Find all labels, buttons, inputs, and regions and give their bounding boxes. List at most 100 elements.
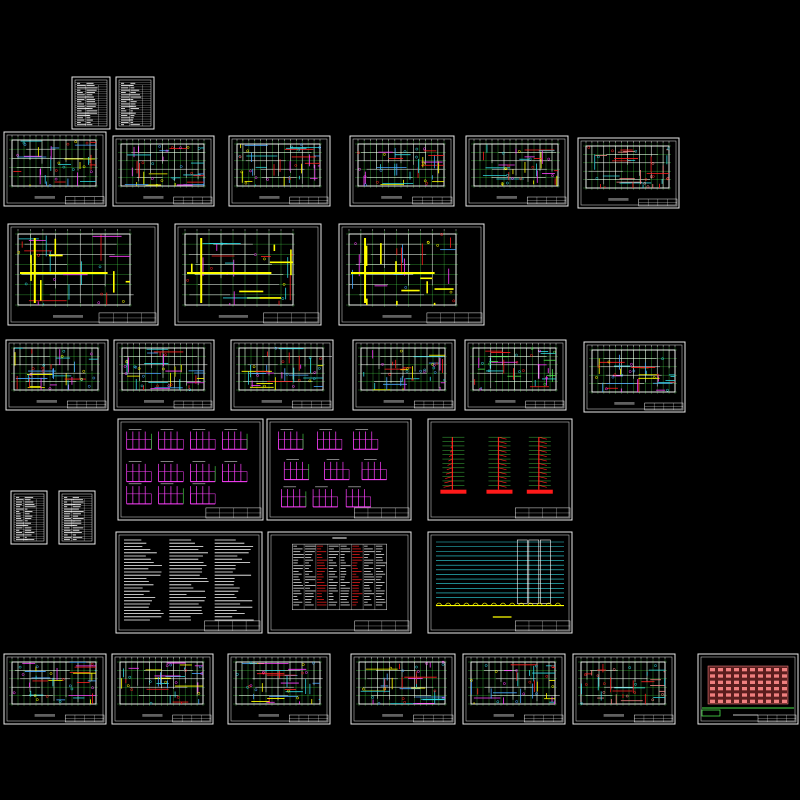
fixture-symbol <box>389 666 393 670</box>
sheet-inner-border <box>353 656 453 722</box>
fixture-symbol <box>425 181 429 185</box>
window <box>766 693 771 697</box>
fixture-symbol <box>535 664 538 668</box>
fixture-symbol <box>612 668 616 671</box>
sheet-floor-plan-row1-5 <box>465 135 569 207</box>
fixture-symbol <box>517 150 521 153</box>
fixture-symbol <box>149 701 153 705</box>
fixture-symbol <box>634 682 637 686</box>
branch-pipe <box>498 476 507 479</box>
fixture-symbol <box>613 373 617 377</box>
fixture-symbol <box>281 297 285 300</box>
sheet-basement-plan-3 <box>338 223 485 326</box>
fixture-symbol <box>249 684 253 687</box>
fixture-symbol <box>628 370 632 373</box>
fixture-symbol <box>210 266 213 270</box>
fixture-symbol <box>312 377 316 380</box>
sheet-elevation <box>697 653 799 725</box>
fixture-symbol <box>666 177 670 180</box>
fixture-symbol <box>92 376 96 380</box>
fixture-symbol <box>12 691 16 695</box>
fixture-symbol <box>607 360 611 364</box>
fixture-symbol <box>263 384 266 388</box>
fixture-symbol <box>506 173 509 177</box>
fixture-symbol <box>122 300 125 303</box>
window <box>710 674 715 678</box>
fixture-symbol <box>318 367 321 370</box>
fixture-symbol <box>423 370 426 373</box>
window <box>734 680 739 684</box>
fixture-symbol <box>611 375 615 379</box>
window <box>782 674 787 678</box>
sheet-inner-border <box>700 656 796 722</box>
fixture-symbol <box>651 161 655 165</box>
building-outline <box>17 233 131 306</box>
fixture-group <box>345 496 371 508</box>
sheet-inner-border <box>468 138 566 204</box>
fixture-symbol <box>595 376 598 379</box>
fixture-symbol <box>128 675 132 679</box>
branch-pipe <box>448 458 453 462</box>
window <box>710 693 715 697</box>
fixture-symbol <box>643 181 647 185</box>
window <box>718 699 723 703</box>
fixture-symbol <box>411 378 414 381</box>
fixture-symbol <box>415 665 418 669</box>
fixture-symbol <box>150 177 154 181</box>
sheet-floor-plan-row6-2 <box>111 653 214 725</box>
sheet-inner-border <box>116 342 212 408</box>
sheet-hydraulic-profile <box>427 531 573 634</box>
fixture-symbol <box>415 155 418 159</box>
branch-pipe <box>538 445 547 449</box>
fixture-symbol <box>179 165 183 168</box>
sheet-border <box>3 131 107 207</box>
sheet-inner-border <box>230 656 328 722</box>
building-outline <box>348 233 457 306</box>
fixture-symbol <box>164 353 167 357</box>
branch-pipe <box>451 441 453 444</box>
fixture-symbol <box>504 167 507 171</box>
fixture-symbol <box>422 161 426 165</box>
fixture-group <box>361 469 387 480</box>
sheet-floor-plan-row3-4 <box>352 339 456 411</box>
window <box>758 693 763 697</box>
fixture-symbol <box>383 687 387 691</box>
fixture-symbol <box>142 374 145 378</box>
sheet-basement-plan-1 <box>7 223 159 326</box>
fixture-symbol <box>160 179 164 182</box>
fixture-symbol <box>654 664 657 667</box>
pipe-bend <box>481 602 488 606</box>
window <box>782 668 787 672</box>
fixture-symbol <box>597 155 600 159</box>
sheet-border <box>577 137 680 209</box>
fixture-symbol <box>263 257 266 261</box>
window <box>718 687 723 691</box>
fixture-symbol <box>85 141 89 145</box>
window <box>734 699 739 703</box>
fixture-symbol <box>158 145 161 148</box>
fixture-symbol <box>522 369 525 372</box>
fixture-symbol <box>551 685 555 688</box>
fixture-symbol <box>308 356 312 360</box>
fixture-symbol <box>403 150 407 153</box>
fixture-symbol <box>651 175 655 178</box>
branch-pipe <box>538 463 547 466</box>
fixture-group <box>126 471 152 482</box>
fixture-symbol <box>188 388 192 392</box>
sheet-inner-border <box>8 342 106 408</box>
fixture-symbol <box>308 379 312 383</box>
sheet-system-diagram-2 <box>266 418 412 521</box>
fixture-symbol <box>522 692 526 696</box>
sheet-inner-border <box>465 656 563 722</box>
fixture-symbol <box>596 674 600 677</box>
sheet-floor-plan-row1-6 <box>577 137 680 209</box>
fixture-symbol <box>164 680 168 684</box>
branch-pipe <box>538 449 547 453</box>
fixture-symbol <box>179 146 182 150</box>
fixture-symbol <box>61 678 65 681</box>
sheet-index-4 <box>58 490 96 545</box>
window <box>734 668 739 672</box>
fixture-symbol <box>551 665 555 669</box>
fixture-symbol <box>538 349 542 353</box>
